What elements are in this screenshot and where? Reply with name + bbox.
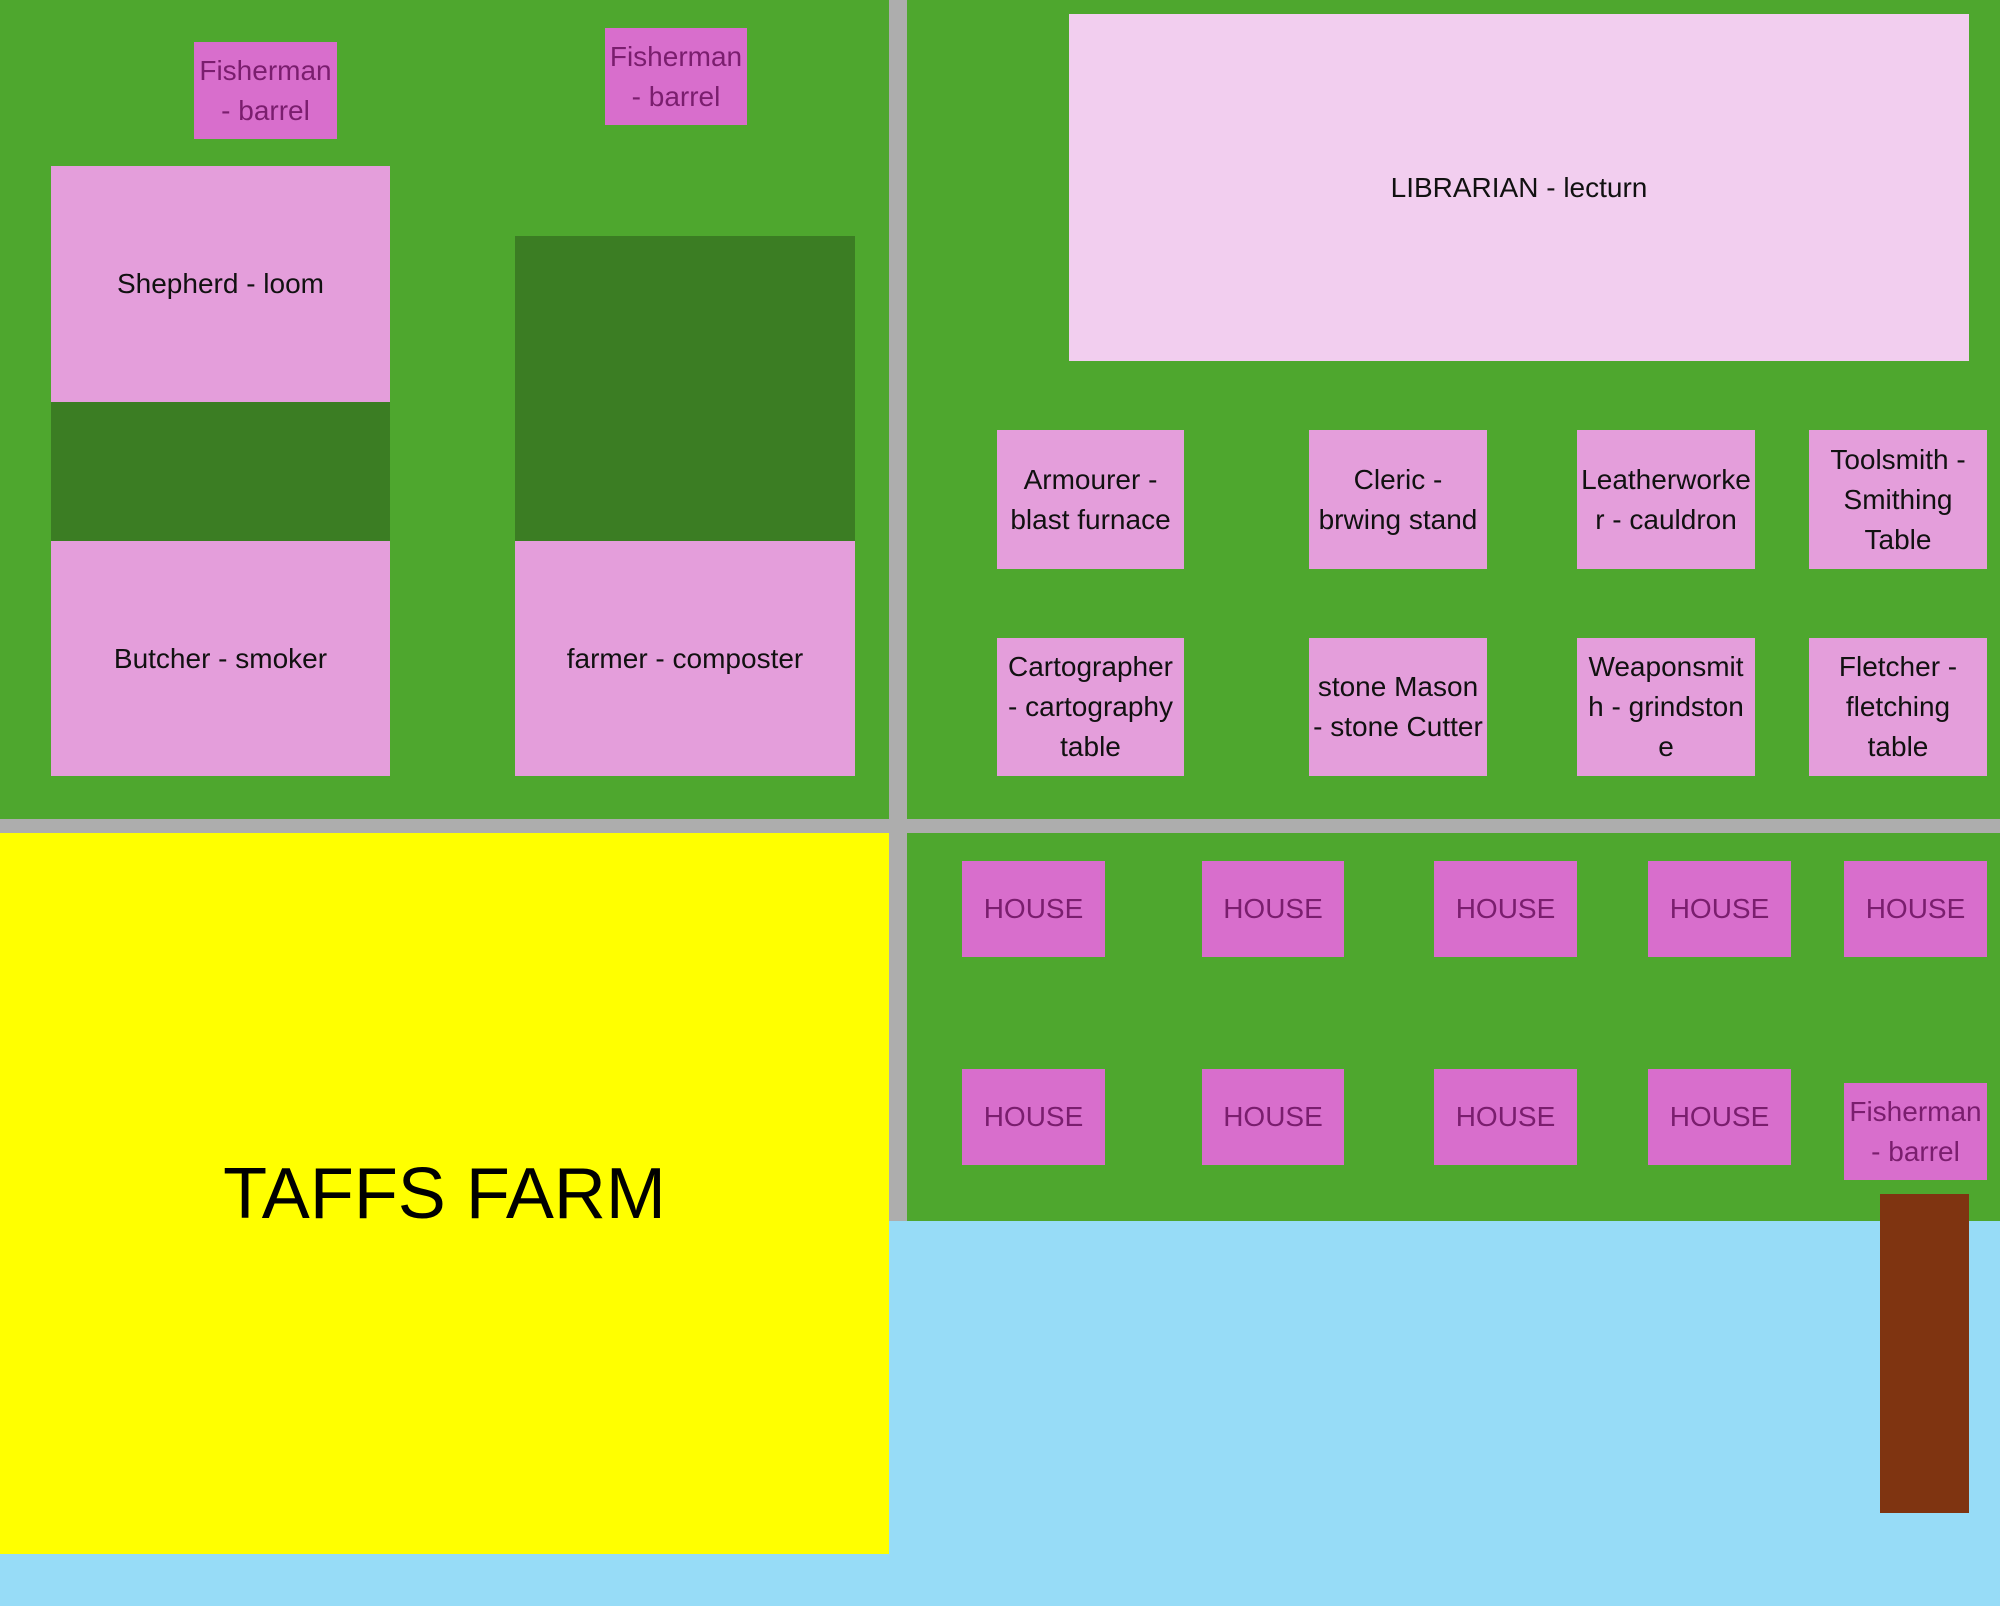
fisherman-barrel-2: Fisherman - barrel [605, 28, 747, 125]
label: HOUSE [1455, 1101, 1556, 1132]
fisherman-barrel-1: Fisherman - barrel [194, 42, 337, 139]
label: HOUSE [1223, 893, 1323, 924]
crop-field-1 [51, 402, 390, 541]
house: HOUSE [962, 861, 1105, 957]
label: Fisherman - barrel [609, 40, 743, 112]
farm-label: TAFFS FARM [223, 1153, 666, 1234]
label: HOUSE [1669, 1101, 1770, 1132]
label: Armourer - blast furnace [1010, 463, 1171, 535]
fisherman-barrel-dock: Fisherman - barrel [1844, 1083, 1987, 1180]
label: HOUSE [1455, 893, 1556, 924]
label: HOUSE [1223, 1101, 1323, 1132]
label: farmer - composter [566, 642, 804, 674]
label: Weaponsmith - grindstone [1588, 651, 1744, 762]
house: HOUSE [1844, 861, 1987, 957]
house: HOUSE [1434, 861, 1577, 957]
label: Fisherman - barrel [199, 54, 332, 126]
label: HOUSE [983, 1101, 1084, 1132]
house: HOUSE [1434, 1069, 1577, 1165]
label: Toolsmith - Smithing Table [1830, 443, 1966, 555]
label: Fisherman - barrel [1849, 1095, 1982, 1167]
farmer-composter: farmer - composter [515, 541, 855, 776]
workstation-stone-mason: stone Mason - stone Cutter [1309, 638, 1487, 776]
workstation-weaponsmith: Weaponsmith - grindstone [1577, 638, 1755, 776]
workstation-cartographer: Cartographer - cartography table [997, 638, 1184, 776]
workstation-fletcher: Fletcher - fletching table [1809, 638, 1987, 776]
label: Shepherd - loom [116, 268, 324, 299]
road-horizontal [0, 819, 2000, 833]
house: HOUSE [1202, 861, 1344, 957]
label: Butcher - smoker [113, 642, 328, 674]
house: HOUSE [1202, 1069, 1344, 1165]
librarian-lectern: LIBRARIAN - lecturn [1069, 14, 1969, 361]
workstation-leatherworker: Leatherworker - cauldron [1577, 430, 1755, 569]
shepherd-loom: Shepherd - loom [51, 166, 390, 402]
label: stone Mason - stone Cutter [1313, 671, 1483, 742]
label: Fletcher - fletching table [1838, 651, 1958, 762]
label: Cartographer - cartography table [1008, 651, 1173, 762]
pier [1880, 1194, 1969, 1513]
label: HOUSE [1865, 893, 1966, 924]
label: LIBRARIAN - lecturn [1390, 171, 1648, 203]
butcher-smoker: Butcher - smoker [51, 541, 390, 776]
workstation-cleric: Cleric - brwing stand [1309, 430, 1487, 569]
label: Leatherworker - cauldron [1581, 463, 1751, 535]
house: HOUSE [962, 1069, 1105, 1165]
label: HOUSE [1669, 893, 1770, 924]
house: HOUSE [1648, 1069, 1791, 1165]
workstation-armourer: Armourer - blast furnace [997, 430, 1184, 569]
house: HOUSE [1648, 861, 1791, 957]
workstation-toolsmith: Toolsmith - Smithing Table [1809, 430, 1987, 569]
crop-field-2 [515, 236, 855, 541]
label: HOUSE [983, 893, 1084, 924]
road-vertical [889, 0, 907, 1221]
label: Cleric - brwing stand [1318, 463, 1478, 535]
taffs-farm: TAFFS FARM [0, 833, 889, 1554]
